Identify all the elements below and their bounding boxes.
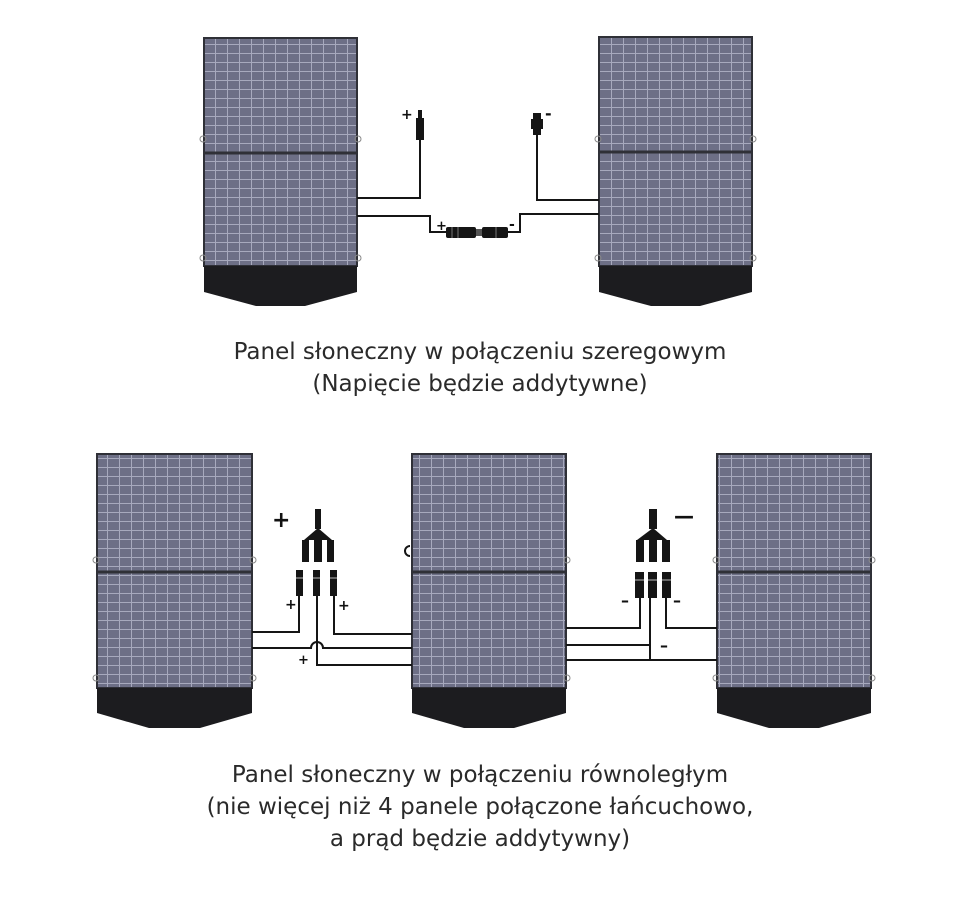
parallel-minus-right-label: – (673, 591, 681, 610)
parallel-y-connector-minus (635, 509, 671, 598)
parallel-diagram: + + + + — – – – (92, 453, 876, 728)
parallel-caption-title: Panel słoneczny w połączeniu równoległym (231, 762, 729, 788)
series-plus-label: + (401, 107, 413, 123)
series-joint-minus-label: - (509, 217, 515, 233)
parallel-minus-left-label: – (621, 591, 629, 610)
series-solar-panel-left (199, 37, 362, 306)
parallel-caption-note-1: (nie więcej niż 4 panele połączone łańcu… (206, 794, 754, 820)
series-caption-note: (Napięcie będzie addytywne) (312, 371, 648, 397)
series-wires (357, 133, 599, 233)
parallel-plus-right-label: + (338, 598, 350, 614)
parallel-solar-panel-1 (92, 453, 257, 728)
parallel-wires (252, 596, 717, 666)
series-inline-joint (446, 227, 508, 238)
parallel-plus-lower-label: + (298, 653, 309, 668)
parallel-minus-lower-label: – (660, 636, 668, 655)
series-caption: Panel słoneczny w połączeniu szeregowym … (0, 336, 960, 400)
series-plug-plus (416, 110, 424, 140)
parallel-plus-left-label: + (285, 597, 297, 613)
parallel-solar-panel-2 (404, 453, 571, 728)
parallel-minus-label: — (674, 504, 694, 528)
series-caption-title: Panel słoneczny w połączeniu szeregowym (233, 339, 727, 365)
parallel-solar-panel-3 (712, 453, 876, 728)
parallel-y-connector-plus (296, 509, 337, 596)
series-minus-label: - (545, 104, 552, 123)
series-joint-plus-label: + (436, 219, 447, 234)
parallel-caption-note-2: a prąd będzie addytywny) (329, 826, 631, 852)
series-diagram: + - + - (199, 36, 757, 306)
series-plug-minus (531, 113, 543, 135)
parallel-plus-label: + (272, 508, 290, 533)
parallel-caption: Panel słoneczny w połączeniu równoległym… (0, 759, 960, 855)
series-solar-panel-right (594, 36, 757, 306)
